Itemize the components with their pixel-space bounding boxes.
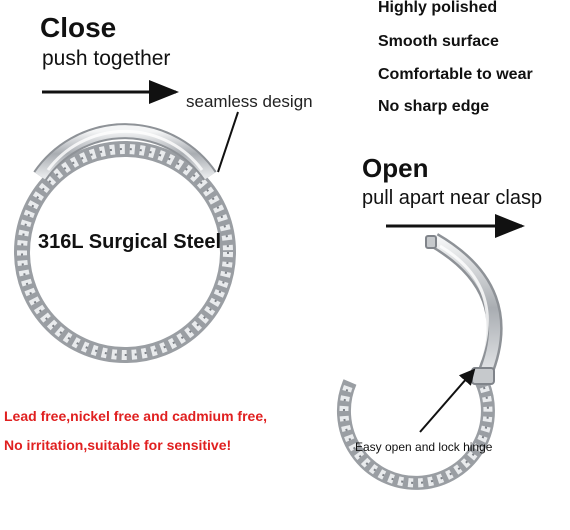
close-title: Close bbox=[40, 12, 117, 43]
feature-item: No sharp edge bbox=[378, 98, 490, 115]
close-subtitle: push together bbox=[42, 47, 171, 70]
closed-ring bbox=[14, 123, 236, 363]
seamless-design-label: seamless design bbox=[186, 92, 313, 111]
feature-item: Smooth surface bbox=[378, 33, 499, 50]
warning-note: No irritation,suitable for sensitive! bbox=[4, 437, 232, 453]
seamless-pointer bbox=[217, 111, 239, 173]
open-subtitle: pull apart near clasp bbox=[362, 187, 543, 209]
open-ring bbox=[336, 233, 503, 490]
hinge-pointer bbox=[419, 368, 476, 433]
feature-item: Comfortable to wear bbox=[378, 66, 533, 83]
open-title: Open bbox=[362, 153, 429, 183]
warning-note: Lead free,nickel free and cadmium free, bbox=[4, 408, 267, 424]
material-label: 316L Surgical Steel bbox=[38, 231, 222, 253]
feature-item: Highly polished bbox=[378, 0, 498, 16]
hinge-label: Easy open and lock hinge bbox=[355, 440, 493, 454]
